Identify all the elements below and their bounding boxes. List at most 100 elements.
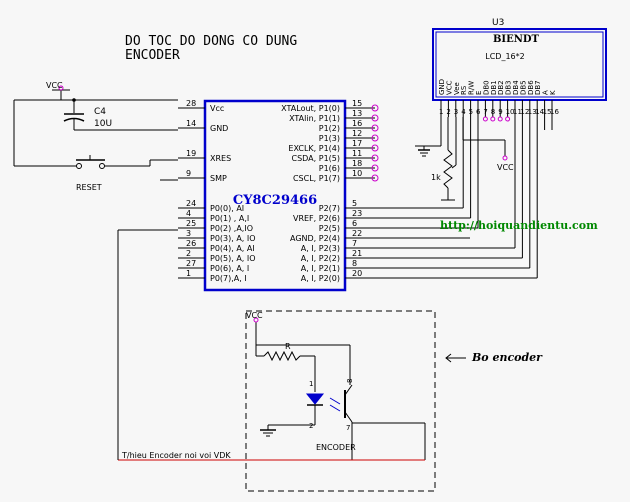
- mcu-left-pin-label: P0(4), A, AI: [210, 244, 255, 253]
- mcu-right-pin-number: 16: [352, 119, 362, 128]
- lcd-pin-name: DB4: [512, 80, 520, 95]
- mcu-open-pin-terminal: [371, 134, 379, 142]
- cap-ref: C4: [94, 107, 106, 117]
- encoder-label: ENCODER: [316, 443, 356, 452]
- lcd-pin-number: 9: [498, 108, 502, 116]
- led-pin-1: 1: [309, 380, 313, 388]
- encoder-board-label: Bo encoder: [471, 351, 543, 364]
- mcu-open-pin-terminal: [371, 104, 379, 112]
- mcu-left-pin-label: P0(0), AI: [210, 204, 244, 213]
- lcd-vcc-terminal: [502, 155, 508, 161]
- mcu-left-pin-label: P0(7),A, I: [210, 274, 247, 283]
- lcd-pin-number: 16: [550, 108, 559, 116]
- lcd-pin-number: 1: [439, 108, 443, 116]
- photo-collector: [344, 384, 353, 396]
- light-arrow-2: [329, 404, 341, 412]
- mcu-left-pin-label: P0(2) ,A,IO: [210, 224, 253, 233]
- mcu-right-pin-label: P2(5): [319, 224, 340, 233]
- vcc-terminal: [58, 85, 64, 91]
- mcu-left-pin-number: 25: [186, 219, 196, 228]
- mcu-left-pin-number: 2: [186, 249, 191, 258]
- lcd-pin-name: VCC: [445, 80, 453, 95]
- mcu-right-pin-number: 22: [352, 229, 362, 238]
- mcu-right-pin-label: P1(6): [319, 164, 340, 173]
- mcu-right-pin-number: 11: [352, 149, 362, 158]
- mcu-left-pin-number: 24: [186, 199, 196, 208]
- lcd-pin-number: 12: [520, 108, 529, 116]
- mcu-left-pin-number: 3: [186, 229, 191, 238]
- mcu-right-pin-label: P2(7): [319, 204, 340, 213]
- mcu-left-pin-label: Vcc: [210, 104, 224, 113]
- mcu-open-pin-terminal: [371, 174, 379, 182]
- mcu-right-pin-label: CSDA, P1(5): [292, 154, 341, 163]
- mcu-right-pin-number: 8: [352, 259, 357, 268]
- mcu-body: [203, 99, 347, 292]
- mcu-left-pin-label: P0(1) , A,I: [210, 214, 249, 223]
- mcu-left-pin-label: P0(5), A, IO: [210, 254, 256, 263]
- pot-wiper: [451, 164, 457, 169]
- mcu-right-pin-label: XTALout, P1(0): [281, 104, 340, 113]
- title-line-1: DO TOC DO DONG CO DUNG: [125, 34, 297, 49]
- mcu-right-pin-label: P1(3): [319, 134, 340, 143]
- mcu-right-pin-label: A, I, P2(3): [301, 244, 340, 253]
- cap-value: 10U: [94, 119, 112, 129]
- mcu-right-pin-number: 13: [352, 109, 362, 118]
- lcd-pin-name: A: [542, 90, 550, 95]
- photo-pin-7: 7: [346, 424, 350, 432]
- lcd-pin-name: DB0: [482, 80, 490, 95]
- lcd-vcc-label: VCC: [497, 163, 514, 172]
- lcd-type: LCD_16*2: [485, 52, 524, 61]
- lcd-pin-number: 5: [469, 108, 473, 116]
- lcd-pin-name: DB7: [534, 80, 542, 95]
- mcu-right-pin-label: CSCL, P1(7): [293, 174, 340, 183]
- mcu-name: CY8C29466: [233, 193, 317, 208]
- lcd-pin-name: DB3: [505, 80, 513, 95]
- mcu-right-pin-label: P1(2): [319, 124, 340, 133]
- mcu-right-pin-number: 17: [352, 139, 362, 148]
- lcd-pin-name: DB2: [497, 80, 505, 95]
- lcd-pin-name: GND: [438, 79, 446, 95]
- mcu-left-pin-number: 4: [186, 209, 191, 218]
- lcd-pin-number: 8: [491, 108, 495, 116]
- encoder-board: Bo encoder: [117, 229, 543, 492]
- lcd-unused-pin-terminal: [482, 116, 488, 122]
- lcd-pin-number: 11: [513, 108, 522, 116]
- light-arrow-1: [329, 397, 341, 405]
- mcu-right-pin-number: 23: [352, 209, 362, 218]
- lcd-pin-number: 14: [535, 108, 544, 116]
- lcd-pin-number: 13: [528, 108, 537, 116]
- lcd-pin-name: DB6: [527, 80, 535, 95]
- lcd-body: [432, 28, 607, 101]
- mcu-right-pin-label: A, I, P2(1): [301, 264, 340, 273]
- lcd-name: BIENDT: [493, 34, 540, 45]
- mcu-left-pin-label: P0(6), A, I: [210, 264, 249, 273]
- lcd-pin-name: E: [475, 91, 483, 95]
- reset-contact-right: [99, 163, 105, 169]
- resistor-r: [263, 350, 301, 362]
- mcu-right-pin-label: EXCLK, P1(4): [288, 144, 340, 153]
- mcu-right-pin-number: 7: [352, 239, 357, 248]
- lcd-ref: U3: [492, 18, 504, 28]
- lcd-pin-number: 10: [506, 108, 515, 116]
- mcu-left-pin-number: 9: [186, 169, 191, 178]
- lcd-unused-pin-terminal: [490, 116, 496, 122]
- mcu-right-pin-label: A, I, P2(2): [301, 254, 340, 263]
- mcu-left-pin-label: XRES: [210, 154, 231, 163]
- lcd-pin-number: 2: [446, 108, 450, 116]
- reset-circuit: [13, 89, 178, 181]
- mcu-left-pin-number: 27: [186, 259, 196, 268]
- mcu-left-pin-number: 28: [186, 99, 196, 108]
- mcu-right-pin-number: 5: [352, 199, 357, 208]
- lcd-contrast-circuit: [415, 117, 506, 201]
- cap-junction: [72, 98, 76, 102]
- mcu-left-pin-label: SMP: [210, 174, 227, 183]
- mcu-right-pin-label: A, I, P2(0): [301, 274, 340, 283]
- photo-pin-8: 8: [346, 379, 354, 383]
- lcd-unused-pin-terminal: [505, 116, 511, 122]
- encoder-pointer-head: [445, 353, 452, 363]
